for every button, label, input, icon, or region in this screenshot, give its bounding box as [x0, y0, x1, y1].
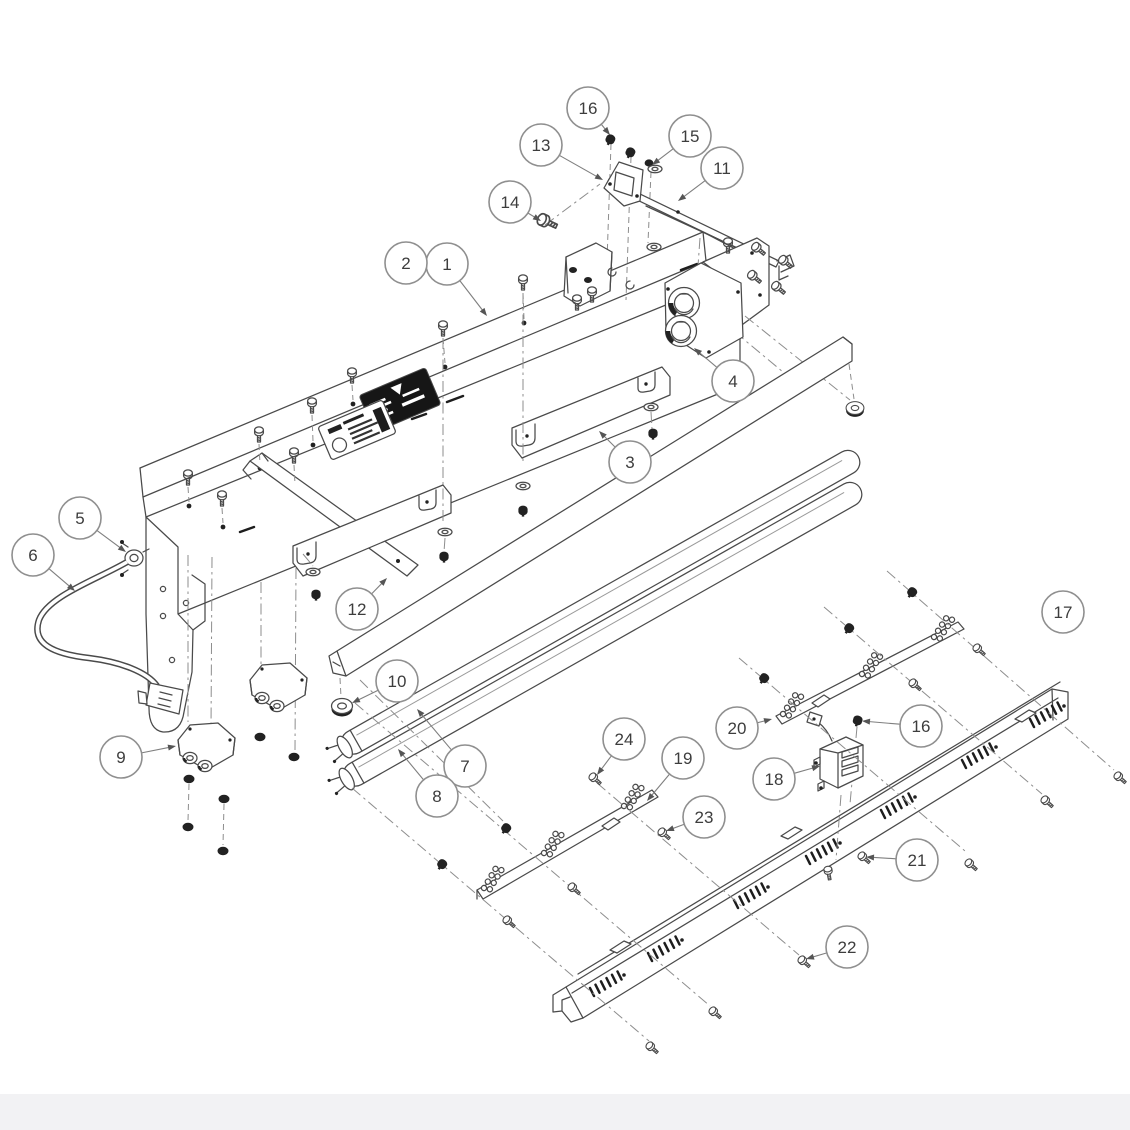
svg-text:13: 13	[532, 136, 551, 155]
svg-text:22: 22	[838, 938, 857, 957]
lamp-rail-right	[511, 366, 671, 459]
chassis-screws	[182, 274, 529, 524]
balloon-3: 3	[599, 431, 652, 484]
svg-text:11: 11	[713, 159, 731, 178]
balloon-21: 21	[866, 838, 939, 882]
balloon-6: 6	[11, 533, 75, 591]
balloon-15: 15	[652, 114, 712, 165]
svg-text:8: 8	[432, 787, 441, 806]
reflector-channel	[328, 336, 865, 718]
double-lamp-holder	[664, 262, 744, 359]
svg-text:3: 3	[625, 453, 634, 472]
balloon-23: 23	[666, 795, 726, 839]
balloon-14: 14	[488, 180, 541, 224]
balloon-18: 18	[752, 757, 820, 801]
balloon-8: 8	[398, 749, 459, 818]
balloon-11: 11	[678, 146, 744, 201]
balloon-10: 10	[352, 659, 419, 703]
projection-lines-left	[187, 555, 297, 751]
footer-band	[0, 1094, 1130, 1130]
balloon-4: 4	[694, 348, 755, 403]
balloon-16: 16	[862, 704, 943, 748]
balloon-2: 2	[384, 241, 428, 285]
svg-text:6: 6	[28, 546, 37, 565]
balloon-1: 1	[425, 242, 487, 316]
balloon-13: 13	[519, 123, 603, 180]
balloon-7: 7	[417, 709, 487, 788]
balloon-22: 22	[806, 925, 869, 969]
lamp-rail-left	[292, 484, 452, 577]
svg-text:19: 19	[674, 749, 693, 768]
led-strip-upper	[773, 612, 965, 725]
svg-text:21: 21	[908, 851, 927, 870]
balloon-17: 17	[1041, 590, 1085, 634]
svg-text:1: 1	[442, 255, 451, 274]
svg-text:20: 20	[728, 719, 747, 738]
screw-15	[644, 159, 663, 174]
svg-text:17: 17	[1054, 603, 1073, 622]
balloon-12: 12	[335, 578, 387, 631]
svg-text:10: 10	[388, 672, 407, 691]
cord-connector	[137, 682, 184, 715]
hanger-bracket-assembly	[534, 132, 795, 311]
svg-text:5: 5	[75, 509, 84, 528]
rubber-foot	[330, 697, 354, 718]
lamp-holder-grommets	[182, 732, 300, 856]
svg-text:24: 24	[615, 730, 634, 749]
rail-fasteners	[302, 293, 659, 601]
balloon-24: 24	[597, 717, 646, 775]
balloon-20: 20	[715, 706, 772, 750]
spec-label-white	[318, 400, 396, 460]
balloon-5: 5	[58, 496, 126, 552]
angle-cover	[552, 681, 1069, 1023]
svg-text:9: 9	[116, 748, 125, 767]
svg-text:16: 16	[579, 99, 598, 118]
svg-text:14: 14	[501, 193, 520, 212]
svg-text:18: 18	[765, 770, 784, 789]
led-strip-lower	[474, 780, 659, 900]
strain-relief	[120, 540, 150, 577]
balloon-9: 9	[99, 735, 176, 779]
ballast	[806, 711, 864, 861]
balloon-16: 16	[566, 86, 610, 135]
balloon-19: 19	[647, 736, 705, 801]
svg-text:7: 7	[460, 757, 469, 776]
svg-text:16: 16	[912, 717, 931, 736]
svg-text:12: 12	[348, 600, 367, 619]
lower-fasteners	[351, 570, 1129, 1057]
fluorescent-tube-rear	[325, 449, 861, 764]
svg-text:4: 4	[728, 372, 737, 391]
fluorescent-tube-front	[327, 481, 863, 796]
svg-text:23: 23	[695, 808, 714, 827]
svg-text:2: 2	[401, 254, 410, 273]
balloon-callouts: 1234567891011121314151616171819202122232…	[11, 86, 1085, 969]
svg-text:15: 15	[681, 127, 700, 146]
slot-mark	[238, 262, 699, 534]
power-cord	[34, 559, 160, 689]
